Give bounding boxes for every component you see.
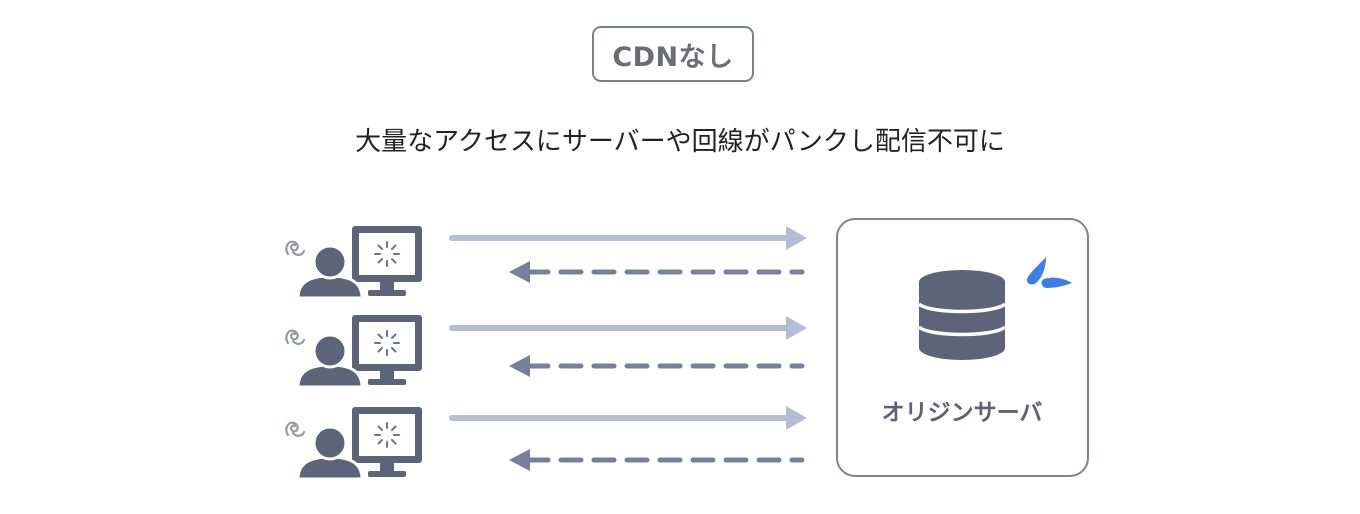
diagram-subtitle: 大量なアクセスにサーバーや回線がパンクし配信不可に <box>355 127 1005 157</box>
title-badge: CDNなし <box>592 26 754 82</box>
response-arrow-3 <box>509 449 805 471</box>
client-1 <box>284 224 424 300</box>
client-3 <box>284 405 424 481</box>
request-arrow-1 <box>449 226 807 250</box>
request-arrow-2 <box>449 316 807 340</box>
client-2 <box>284 313 424 389</box>
sweat-drops-icon <box>1026 257 1072 288</box>
origin-server-label: オリジンサーバ <box>882 400 1043 426</box>
origin-server: オリジンサーバ <box>836 218 1089 477</box>
response-arrow-2 <box>509 355 805 377</box>
request-arrow-3 <box>449 406 807 430</box>
response-arrow-1 <box>509 261 805 283</box>
database-icon <box>917 270 1007 360</box>
